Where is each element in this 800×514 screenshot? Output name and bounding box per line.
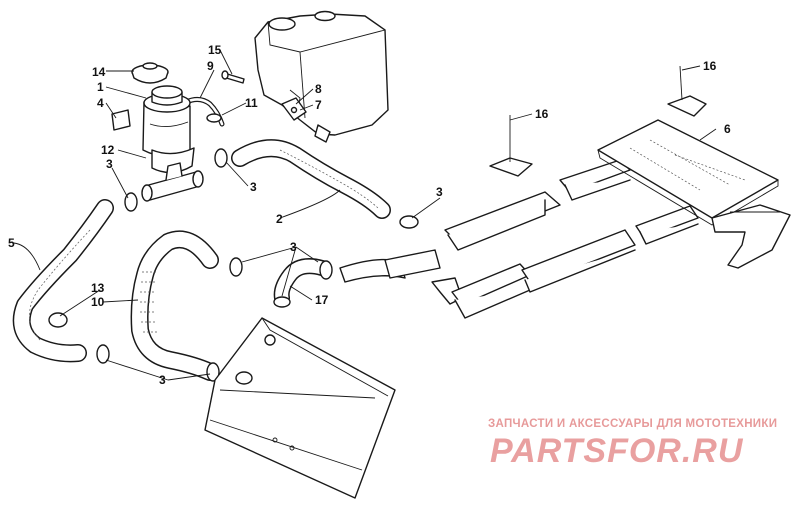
bolt bbox=[221, 70, 245, 84]
mounting-bracket bbox=[281, 97, 307, 121]
warning-label bbox=[111, 109, 131, 131]
callout-1: 1 bbox=[97, 80, 104, 94]
callout-11: 11 bbox=[245, 96, 258, 110]
callout-6: 6 bbox=[724, 122, 731, 136]
callout-12: 12 bbox=[101, 143, 115, 157]
cooler-plate bbox=[597, 119, 791, 269]
corrugated-hose bbox=[130, 230, 219, 381]
hose-clamp bbox=[206, 113, 222, 123]
radiator-cap bbox=[131, 62, 169, 84]
callout-4: 4 bbox=[97, 96, 104, 110]
coolant-pipe bbox=[339, 249, 463, 305]
watermark-subtitle: ЗАПЧАСТИ И АКСЕССУАРЫ ДЛЯ МОТОТЕХНИКИ bbox=[488, 418, 778, 430]
callout-15: 15 bbox=[208, 43, 222, 57]
callout-2: 2 bbox=[276, 212, 283, 226]
callout-10: 10 bbox=[91, 295, 105, 309]
callout-9: 9 bbox=[207, 59, 214, 73]
tank bbox=[254, 10, 389, 143]
coolant-reservoir bbox=[142, 85, 195, 174]
callout-7: 7 bbox=[315, 98, 322, 112]
callout-8: 8 bbox=[315, 82, 322, 96]
heat-exchanger-panel bbox=[204, 317, 396, 499]
callout-3-a: 3 bbox=[106, 157, 113, 171]
mounting-studs bbox=[489, 65, 707, 177]
leader-lines bbox=[13, 49, 717, 381]
callout-16-a: 16 bbox=[535, 107, 549, 121]
upper-radiator-hose bbox=[231, 139, 391, 219]
callout-14: 14 bbox=[92, 65, 106, 79]
hose-clamps bbox=[48, 148, 419, 382]
callout-3-e: 3 bbox=[159, 373, 166, 387]
callout-13: 13 bbox=[91, 281, 105, 295]
callout-17: 17 bbox=[315, 293, 329, 307]
bypass-hose bbox=[273, 258, 330, 306]
tee-fitting bbox=[141, 162, 204, 202]
callout-labels: 14 15 9 1 4 8 11 7 12 3 3 3 2 5 3 13 17 … bbox=[8, 43, 731, 387]
callout-3-d: 3 bbox=[290, 240, 297, 254]
lower-return-hose bbox=[12, 199, 114, 363]
callout-3-c: 3 bbox=[436, 185, 443, 199]
heat-exchanger-rails bbox=[444, 159, 699, 319]
callout-5: 5 bbox=[8, 236, 15, 250]
callout-3-b: 3 bbox=[250, 180, 257, 194]
callout-16-b: 16 bbox=[703, 59, 717, 73]
watermark-brand: PARTSFOR.RU bbox=[490, 432, 744, 470]
